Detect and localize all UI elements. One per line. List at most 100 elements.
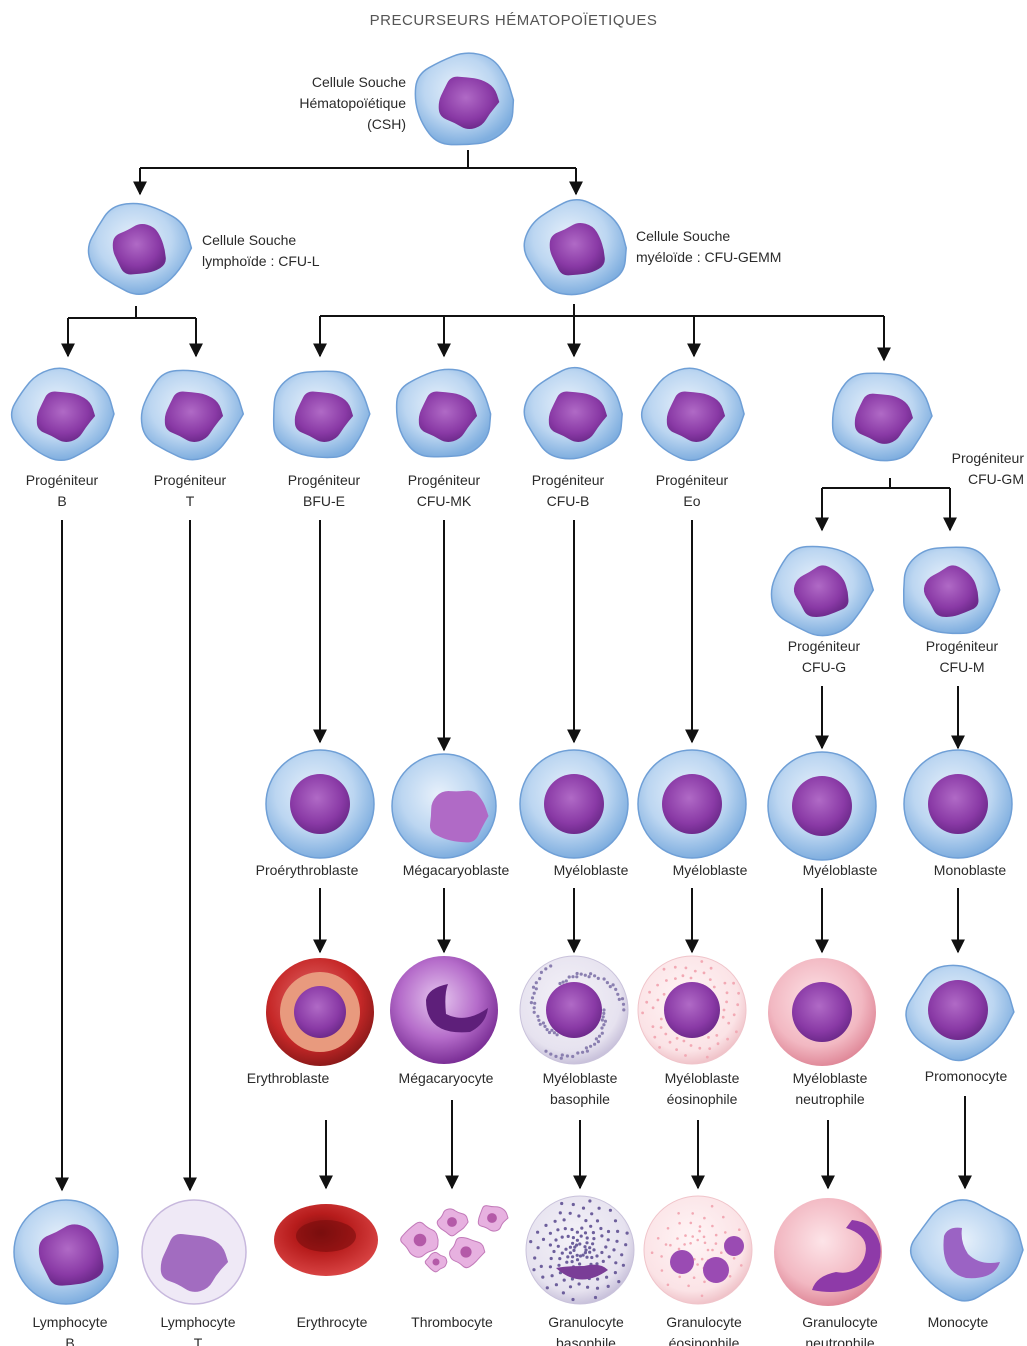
label-line: Progéniteur [926, 636, 998, 657]
cell-megacaryocyte [390, 956, 498, 1064]
label-line: Progéniteur [788, 636, 860, 657]
label-line: Proérythroblaste [256, 860, 359, 881]
label-line: Progéniteur [288, 470, 360, 491]
label-line: Myéloblaste [793, 1068, 868, 1089]
label-myelo-eosino: Myéloblasteéosinophile [665, 1068, 740, 1110]
label-line: B [33, 1333, 108, 1346]
cell-erythrocyte [274, 1204, 378, 1276]
label-myeloblaste-1: Myéloblaste [554, 860, 629, 881]
cell-thrombocyte [401, 1206, 508, 1272]
label-line: Promonocyte [925, 1066, 1007, 1087]
label-myelo-neutro: Myéloblasteneutrophile [793, 1068, 868, 1110]
label-myelo-baso: Myéloblastebasophile [543, 1068, 618, 1110]
label-prog-bfue: ProgéniteurBFU-E [288, 470, 360, 512]
label-line: Monocyte [928, 1312, 989, 1333]
label-granulo-neutro: Granulocyteneutrophile [802, 1312, 877, 1346]
label-prog-eo: ProgéniteurEo [656, 470, 728, 512]
cell-prog-cfu-b [524, 368, 622, 459]
label-line: B [26, 491, 98, 512]
cell-prog-t [141, 370, 243, 459]
label-cfu-l: Cellule Souchelymphoïde : CFU-L [202, 230, 319, 272]
label-line: Cellule Souche [299, 72, 406, 93]
label-prog-cfub: ProgéniteurCFU-B [532, 470, 604, 512]
label-line: Progéniteur [408, 470, 480, 491]
label-prog-t: ProgéniteurT [154, 470, 226, 512]
label-line: Progéniteur [154, 470, 226, 491]
label-granulo-baso: Granulocytebasophile [548, 1312, 623, 1346]
label-line: Monoblaste [934, 860, 1006, 881]
label-line: Cellule Souche [202, 230, 319, 251]
cell-granulo-eosino [644, 1196, 752, 1304]
cell-promonocyte [906, 965, 1014, 1060]
label-line: Erythrocyte [297, 1312, 368, 1333]
label-thrombocyte: Thrombocyte [411, 1312, 493, 1333]
label-line: Eo [656, 491, 728, 512]
cell-lympho-t [142, 1200, 246, 1304]
label-line: Lymphocyte [33, 1312, 108, 1333]
cell-megacaryoblaste [392, 754, 496, 858]
label-granulo-eosino: Granulocyteéosinophile [666, 1312, 741, 1346]
label-line: éosinophile [666, 1333, 741, 1346]
cell-erythroblaste [266, 958, 374, 1066]
label-line: Myéloblaste [673, 860, 748, 881]
label-myeloblaste-2: Myéloblaste [673, 860, 748, 881]
label-line: Lymphocyte [161, 1312, 236, 1333]
label-line: Granulocyte [548, 1312, 623, 1333]
label-line: Myéloblaste [803, 860, 878, 881]
label-line: CFU-GM [952, 469, 1024, 490]
label-line: Granulocyte [802, 1312, 877, 1333]
label-megacaryoblaste: Mégacaryoblaste [403, 860, 510, 881]
label-line: CFU-M [926, 657, 998, 678]
label-line: basophile [548, 1333, 623, 1346]
label-lympho-t: LymphocyteT [161, 1312, 236, 1346]
label-megacaryocyte: Mégacaryocyte [399, 1068, 494, 1089]
cell-prog-cfu-g [771, 546, 873, 635]
label-line: myéloïde : CFU-GEMM [636, 247, 781, 268]
cell-myelo-eosino [638, 956, 746, 1064]
label-line: basophile [543, 1089, 618, 1110]
cell-prog-b [12, 368, 114, 460]
label-cfu-gemm: Cellule Souchemyéloïde : CFU-GEMM [636, 226, 781, 268]
cell-monoblaste [904, 750, 1012, 858]
label-line: Myéloblaste [543, 1068, 618, 1089]
label-line: T [161, 1333, 236, 1346]
label-line: Myéloblaste [665, 1068, 740, 1089]
label-erythroblaste: Erythroblaste [247, 1068, 329, 1089]
label-line: Mégacaryoblaste [403, 860, 510, 881]
cell-prog-bfu-e [274, 371, 370, 457]
label-line: CFU-G [788, 657, 860, 678]
label-erythrocyte: Erythrocyte [297, 1312, 368, 1333]
cell-myeloblaste-1 [520, 750, 628, 858]
cell-myelo-baso [520, 956, 628, 1064]
label-prog-cfug: ProgéniteurCFU-G [788, 636, 860, 678]
label-line: T [154, 491, 226, 512]
label-promonocyte: Promonocyte [925, 1066, 1007, 1087]
cell-proerythroblaste [266, 750, 374, 858]
label-line: neutrophile [793, 1089, 868, 1110]
cell-cfu-gemm [524, 200, 626, 295]
cell-monocyte [911, 1200, 1023, 1301]
label-line: Erythroblaste [247, 1068, 329, 1089]
label-monocyte: Monocyte [928, 1312, 989, 1333]
cell-csh [415, 53, 513, 145]
cell-prog-cfu-m [904, 547, 1000, 633]
label-line: Progéniteur [26, 470, 98, 491]
label-myeloblaste-3: Myéloblaste [803, 860, 878, 881]
cell-granulo-neutro [774, 1198, 882, 1306]
label-line: Hématopoïétique [299, 93, 406, 114]
label-lympho-b: LymphocyteB [33, 1312, 108, 1346]
label-monoblaste: Monoblaste [934, 860, 1006, 881]
label-line: Progéniteur [952, 448, 1024, 469]
label-prog-cfugm: ProgéniteurCFU-GM [952, 448, 1024, 490]
label-line: CFU-B [532, 491, 604, 512]
label-prog-cfumk: ProgéniteurCFU-MK [408, 470, 480, 512]
label-line: (CSH) [299, 114, 406, 135]
cell-myelo-neutro [768, 958, 876, 1066]
label-line: neutrophile [802, 1333, 877, 1346]
label-line: Thrombocyte [411, 1312, 493, 1333]
cell-prog-cfu-mk [397, 369, 491, 456]
label-line: Progéniteur [656, 470, 728, 491]
label-csh: Cellule SoucheHématopoïétique(CSH) [299, 72, 406, 135]
cell-cfu-l [88, 204, 191, 295]
